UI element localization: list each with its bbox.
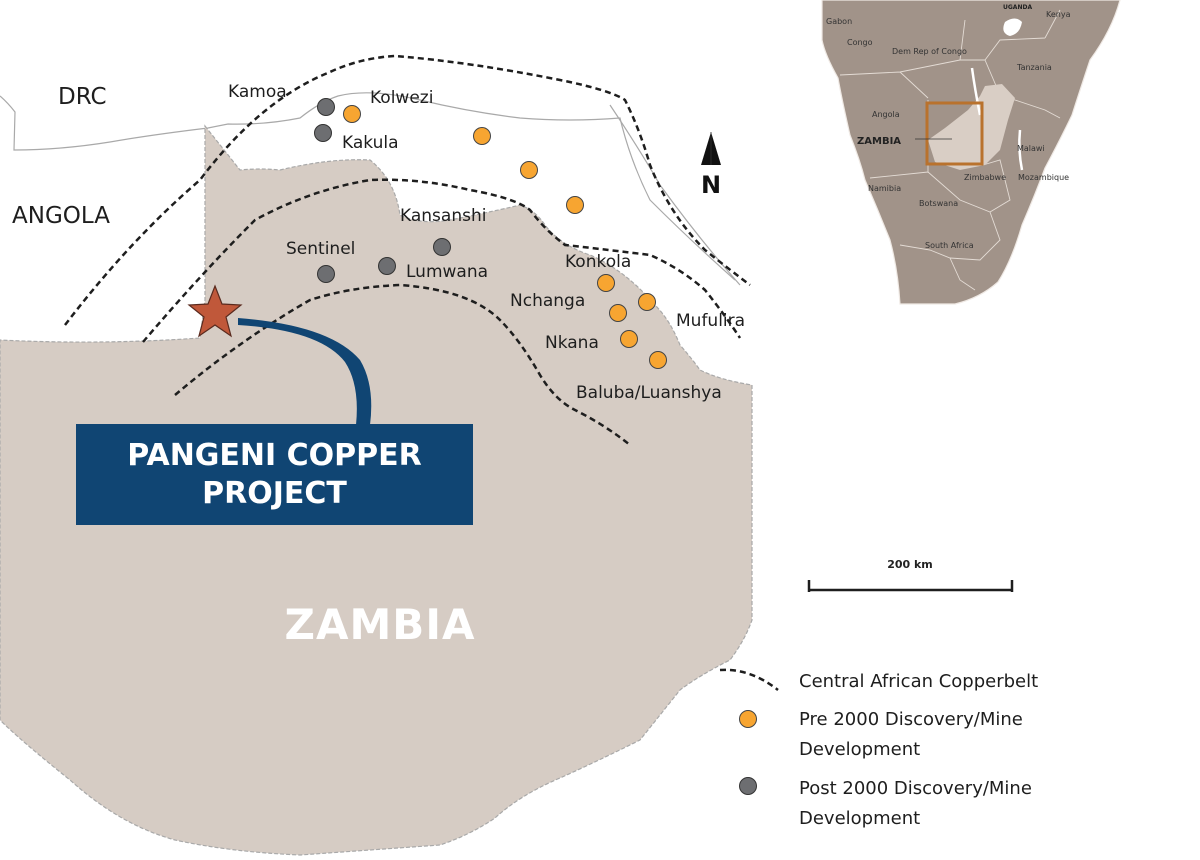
mine-marker-kakula [314, 124, 332, 142]
inset-label-namibia: Namibia [868, 184, 901, 193]
inset-label-uganda: UGANDA [1003, 4, 1032, 11]
copperbelt-outer-line [64, 54, 751, 326]
project-label-line1: PANGENI COPPER [127, 437, 422, 473]
mine-marker-kamoa [317, 98, 335, 116]
copperbelt-middle-line [142, 178, 742, 343]
project-star-icon [187, 284, 243, 338]
north-arrow-icon [701, 132, 721, 165]
mine-marker-kansanshi [433, 238, 451, 256]
legend-post-2000-label-line1: Post 2000 Discovery/Mine [799, 778, 1032, 799]
mine-label-nchanga: Nchanga [510, 291, 585, 311]
inset-map: UGANDA Kenya Gabon Congo Dem Rep of Cong… [821, 0, 1121, 305]
legend: Central African Copperbelt Pre 2000 Disc… [719, 668, 1038, 829]
mine-marker-unlabeled-1 [473, 127, 491, 145]
mine-markers [314, 98, 667, 369]
inset-label-drc: Dem Rep of Congo [892, 47, 967, 56]
mine-label-konkola: Konkola [565, 252, 631, 272]
mine-label-kolwezi: Kolwezi [370, 88, 433, 108]
inset-lake-tanganyika [970, 67, 982, 116]
mine-marker-konkola [597, 274, 615, 292]
inset-lake-malawi [1018, 129, 1024, 171]
mine-marker-unlabeled-2 [520, 161, 538, 179]
drc-border-line [0, 92, 736, 281]
angola-country-label: ANGOLA [12, 203, 110, 229]
legend-post-2000-marker-icon [739, 777, 757, 795]
inset-label-mozambique: Mozambique [1018, 173, 1069, 182]
mine-label-baluba-luanshya: Baluba/Luanshya [576, 383, 722, 403]
mine-marker-sentinel [317, 265, 335, 283]
inset-label-gabon: Gabon [826, 17, 852, 26]
drc-country-label: DRC [58, 84, 107, 110]
inset-label-kenya: Kenya [1046, 10, 1071, 19]
north-label: N [701, 171, 721, 199]
mine-labels: Kamoa Kolwezi Kakula Kansanshi Sentinel … [228, 82, 745, 403]
inset-zambia-land [928, 84, 1015, 170]
inset-label-tanzania: Tanzania [1016, 63, 1052, 72]
mine-marker-kolwezi [343, 105, 361, 123]
project-label-box: PANGENI COPPER PROJECT [76, 424, 473, 525]
legend-pre-2000-label-line1: Pre 2000 Discovery/Mine [799, 709, 1023, 730]
copperbelt-inner-line [174, 283, 631, 446]
mine-marker-nkana [620, 330, 638, 348]
mine-marker-baluba-luanshya [649, 351, 667, 369]
project-pointer [238, 318, 372, 425]
zambia-country-label: ZAMBIA [284, 600, 476, 649]
mine-label-mufulira: Mufulira [676, 311, 745, 331]
inset-lake [1003, 18, 1022, 36]
project-label-line2: PROJECT [202, 475, 347, 511]
inset-locator-frame [925, 101, 984, 166]
mine-label-nkana: Nkana [545, 333, 599, 353]
mine-marker-nchanga [609, 304, 627, 322]
scale-bar-label: 200 km [887, 558, 933, 571]
mine-label-lumwana: Lumwana [406, 262, 488, 282]
inset-label-malawi: Malawi [1017, 144, 1045, 153]
inset-label-botswana: Botswana [919, 199, 958, 208]
inset-label-congo: Congo [847, 38, 873, 47]
mine-marker-lumwana [378, 257, 396, 275]
legend-belt-label: Central African Copperbelt [799, 671, 1038, 692]
mine-label-kamoa: Kamoa [228, 82, 287, 102]
mine-marker-mufulira [638, 293, 656, 311]
inset-label-angola: Angola [872, 110, 900, 119]
inset-label-zimbabwe: Zimbabwe [964, 173, 1006, 182]
legend-pre-2000-label-line2: Development [799, 739, 920, 760]
scale-bar [807, 580, 1014, 592]
legend-belt-line-icon [719, 668, 779, 691]
inset-label-south-africa: South Africa [925, 241, 974, 250]
mine-marker-unlabeled-3 [566, 196, 584, 214]
inset-label-zambia: ZAMBIA [857, 136, 901, 147]
mine-label-kansanshi: Kansanshi [400, 206, 486, 226]
legend-post-2000-label-line2: Development [799, 808, 920, 829]
legend-pre-2000-marker-icon [739, 710, 757, 728]
mine-label-kakula: Kakula [342, 133, 399, 153]
mine-label-sentinel: Sentinel [286, 239, 355, 259]
